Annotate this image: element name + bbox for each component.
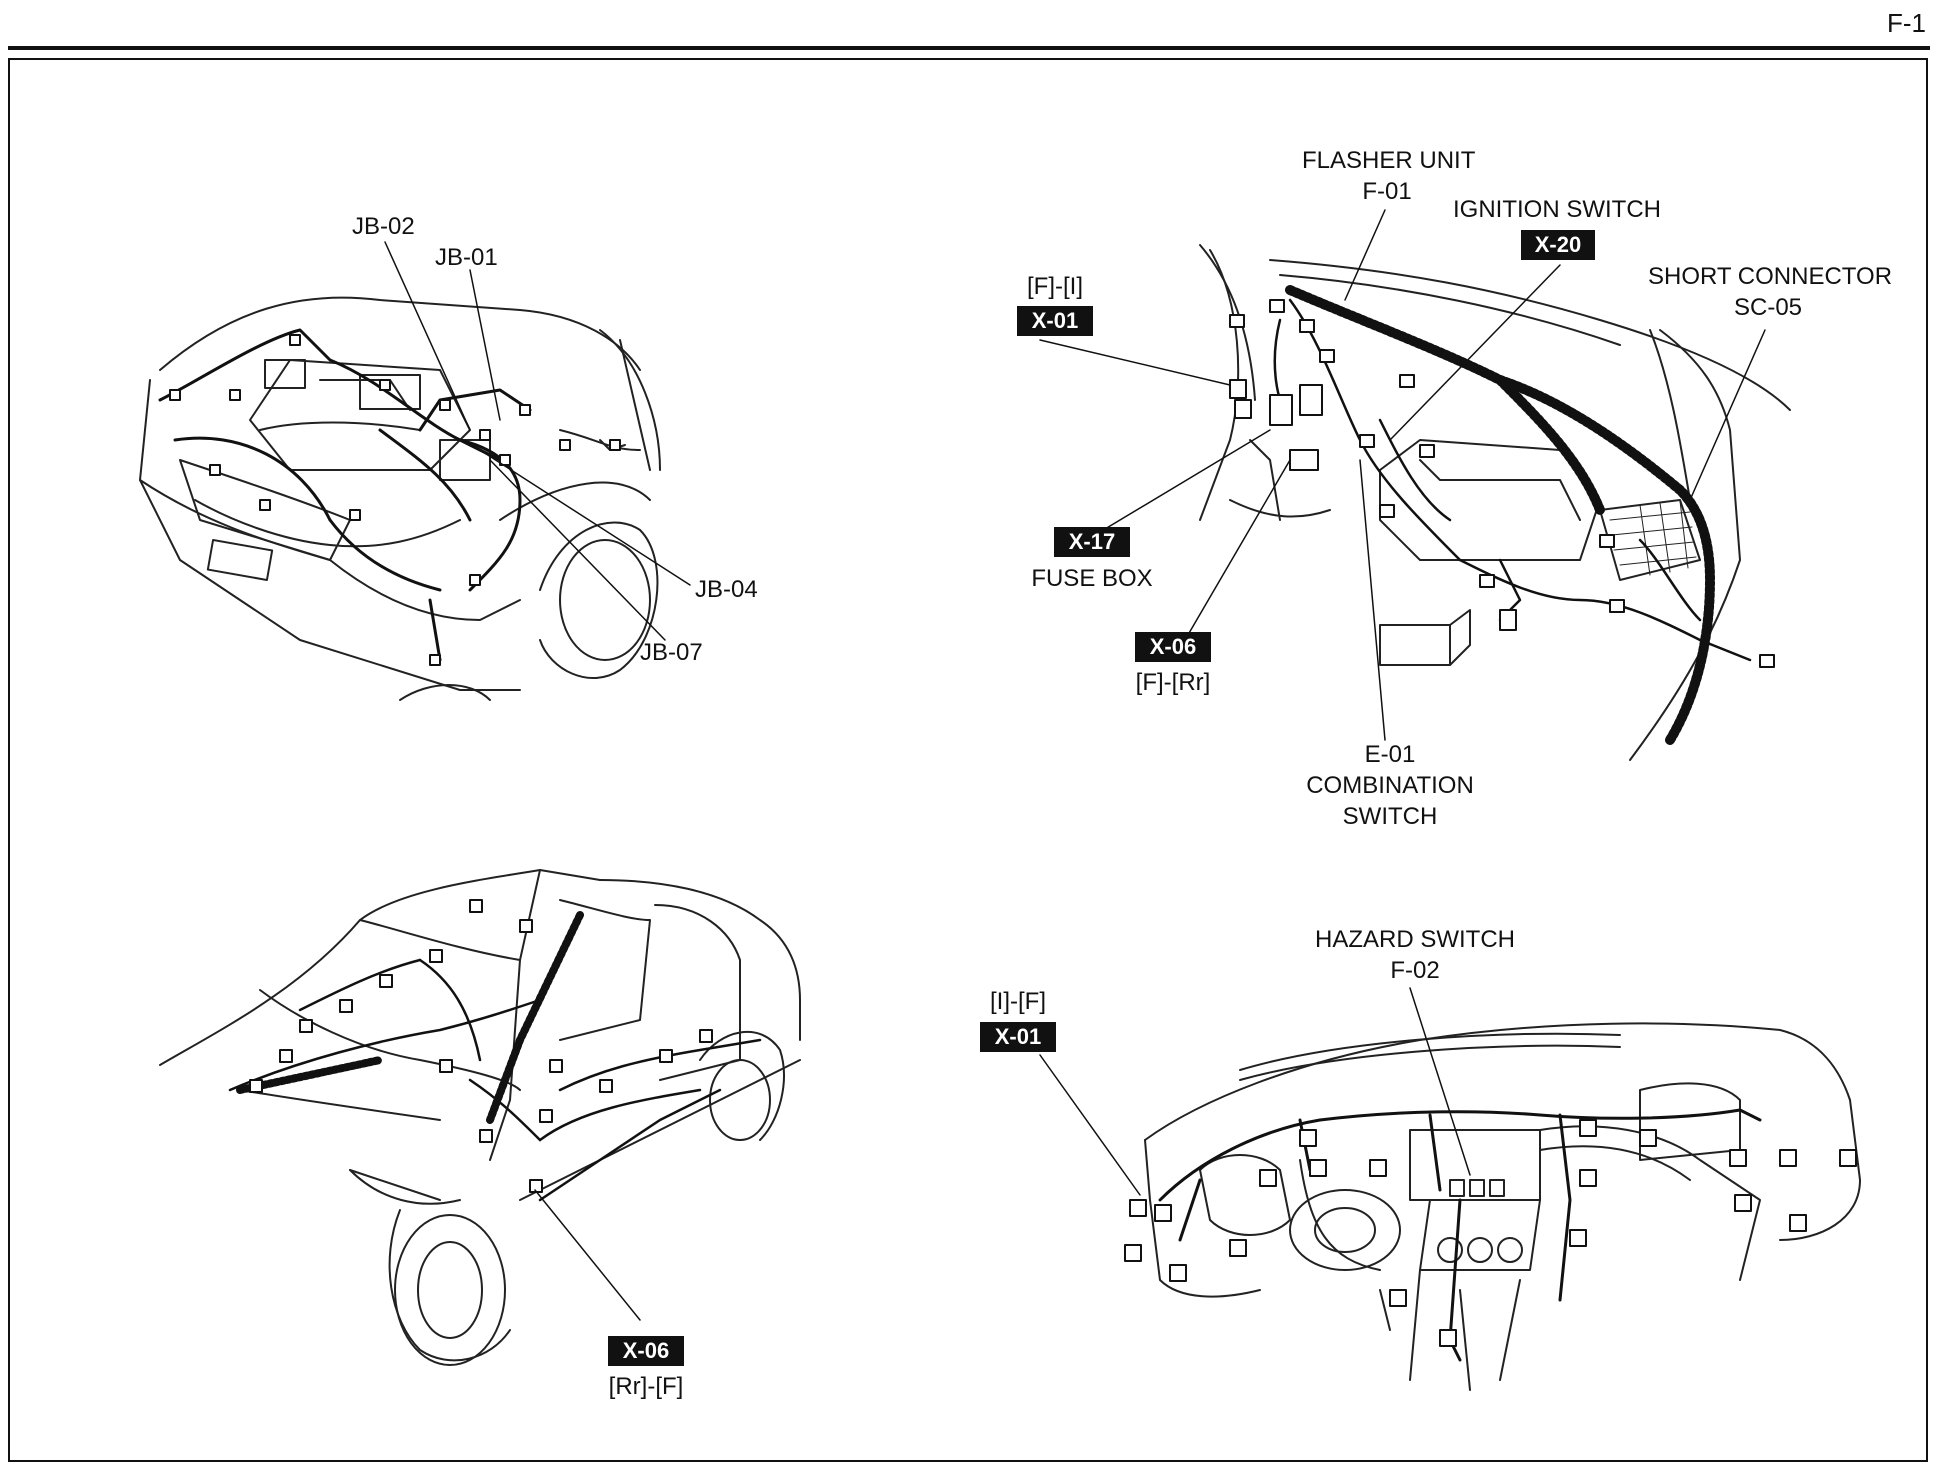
x06-route-bottom: [Rr]-[F]	[608, 1373, 684, 1400]
diagram-frame	[8, 58, 1928, 1462]
short-connector-code: SC-05	[1733, 294, 1803, 321]
combination-switch-line2: SWITCH	[1342, 803, 1438, 830]
hazard-switch-code: F-02	[1390, 957, 1440, 984]
x06-code-bottom: X-06	[608, 1336, 684, 1366]
ignition-switch-code: X-20	[1521, 230, 1595, 260]
panel-leaders	[1039, 987, 1471, 1196]
x17-code: X-17	[1054, 527, 1130, 557]
fuse-box-name: FUSE BOX	[1031, 565, 1153, 592]
engine-connectors	[169, 334, 621, 666]
label-jb-04: JB-04	[695, 576, 758, 603]
label-jb-02: JB-02	[352, 213, 415, 240]
combination-switch-line1: COMBINATION	[1306, 772, 1474, 799]
sedan-drawing	[159, 869, 801, 1366]
panel-connectors	[1124, 1119, 1857, 1347]
sedan-harness	[228, 958, 762, 1202]
x01-route-top: [F]-[I]	[1027, 273, 1083, 300]
sedan-leaders	[534, 1189, 641, 1321]
short-connector-name: SHORT CONNECTOR	[1648, 263, 1893, 290]
flasher-unit-code: F-01	[1362, 178, 1412, 205]
label-jb-07: JB-07	[640, 639, 703, 666]
instrument-panel-drawing	[1144, 1022, 1861, 1391]
hazard-switch-name: HAZARD SWITCH	[1315, 926, 1515, 953]
panel-harness	[1158, 1108, 1762, 1362]
x06-code-top: X-06	[1135, 632, 1211, 662]
engine-harness	[158, 328, 532, 662]
header-rule	[8, 46, 1930, 50]
cabin-harness	[1285, 285, 1715, 745]
cabin-leaders	[1039, 209, 1766, 741]
sedan-pillar-harness	[236, 911, 584, 1124]
flasher-unit-name: FLASHER UNIT	[1302, 147, 1476, 174]
ignition-switch-name: IGNITION SWITCH	[1453, 196, 1661, 223]
x01-code-bottom: X-01	[980, 1022, 1056, 1052]
sedan-connectors	[249, 899, 713, 1193]
cabin-connectors	[1229, 299, 1775, 668]
label-jb-01: JB-01	[435, 244, 498, 271]
cabin-drawing	[1199, 244, 1791, 761]
engine-bay-drawing	[139, 296, 661, 701]
combination-switch-code: E-01	[1364, 741, 1416, 768]
x06-route-top: [F]-[Rr]	[1135, 669, 1211, 696]
x01-route-bottom: [I]-[F]	[990, 988, 1046, 1015]
engine-leaders	[384, 241, 691, 641]
page-number: F-1	[1887, 8, 1926, 38]
x01-code-top: X-01	[1017, 306, 1093, 336]
